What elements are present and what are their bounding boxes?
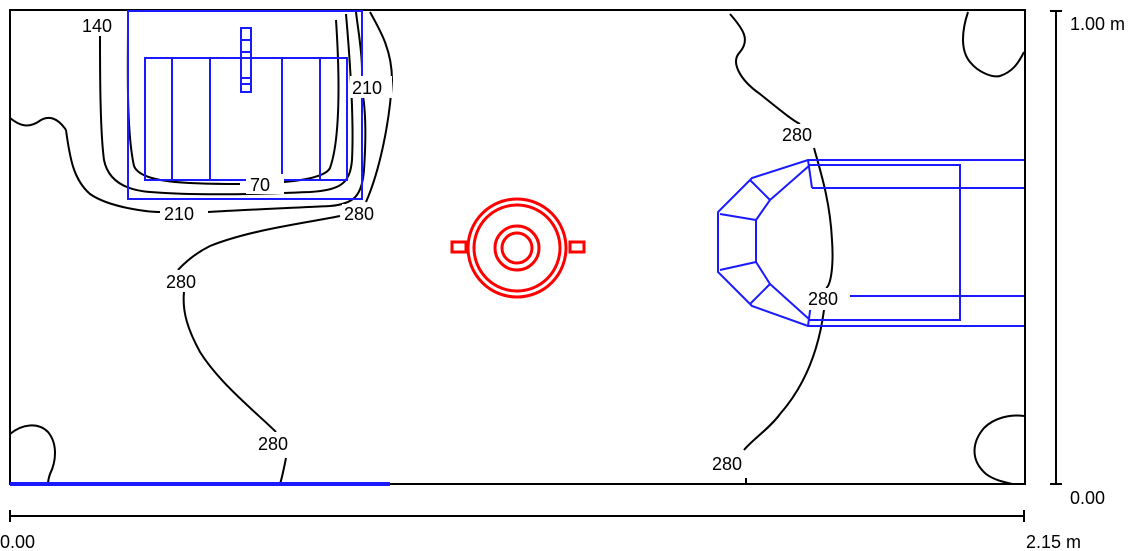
contour-labels: 140 210 70 210 280 280 280 280 280 280 xyxy=(80,14,850,476)
contour-label-280-c: 280 xyxy=(258,434,288,454)
contour-corner-top-left xyxy=(9,116,67,131)
contour-label-70: 70 xyxy=(250,175,270,195)
y-scale-min-label: 0.00 xyxy=(1070,488,1105,508)
fixture-handle xyxy=(240,27,252,93)
contour-70 xyxy=(126,19,340,185)
cabinet-outer xyxy=(127,10,363,200)
tub-outer xyxy=(717,159,1024,327)
contour-280-right xyxy=(729,13,834,484)
contour-label-280-d: 280 xyxy=(782,125,812,145)
contour-280-left-upper xyxy=(365,11,394,203)
furniture xyxy=(10,10,1024,486)
x-scale-max-label: 2.15 m xyxy=(1026,532,1081,551)
tub-seg-2 xyxy=(719,213,757,221)
tub-seg-4 xyxy=(749,283,771,305)
luminaire-clip-left xyxy=(450,240,468,254)
y-scale-max-label: 1.00 m xyxy=(1070,14,1125,34)
luminaire-ring-2 xyxy=(472,203,562,293)
luminaire-ring-3 xyxy=(493,224,541,272)
contour-140 xyxy=(99,13,354,196)
contour-lines xyxy=(9,11,1025,485)
tub-seg-3 xyxy=(719,261,757,271)
y-scale: 1.00 m 0.00 xyxy=(1050,10,1125,508)
room-outline xyxy=(9,9,1026,485)
x-scale: 0.00 2.15 m xyxy=(0,510,1081,551)
contour-label-210-bottom: 210 xyxy=(164,204,194,224)
luminaire-clip-right xyxy=(568,240,586,254)
x-scale-min-label: 0.00 xyxy=(0,532,35,551)
luminaire xyxy=(450,197,586,299)
contour-corner-top-right xyxy=(962,11,1025,78)
tub-seg-1 xyxy=(749,179,771,201)
tub-seg-5 xyxy=(807,159,813,189)
cabinet-inner xyxy=(144,57,348,181)
contour-label-140: 140 xyxy=(82,16,112,36)
luminaire-ring-4 xyxy=(500,231,534,265)
luminaire-ring-outer xyxy=(466,197,568,299)
contour-label-210-right: 210 xyxy=(352,78,382,98)
contour-label-280-f: 280 xyxy=(712,454,742,474)
contour-label-280-b: 280 xyxy=(166,272,196,292)
contour-corner-bottom-left xyxy=(9,424,56,485)
contour-label-280-a: 280 xyxy=(344,204,374,224)
contour-label-280-e: 280 xyxy=(808,289,838,309)
contour-corner-bottom-right xyxy=(973,414,1025,485)
